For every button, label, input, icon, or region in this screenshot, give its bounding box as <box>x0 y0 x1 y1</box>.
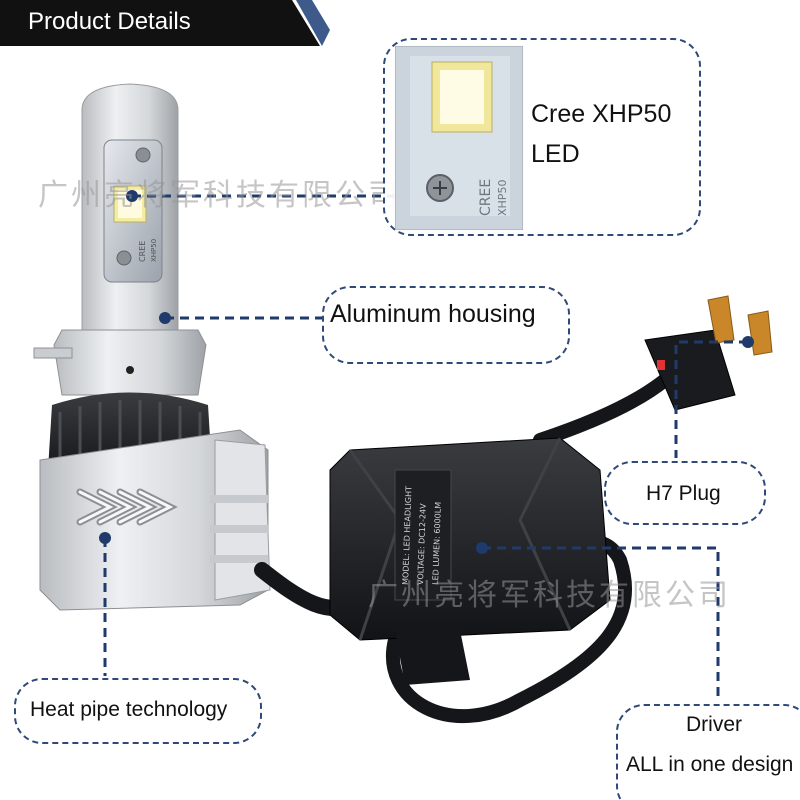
zoom-model-print: XHP50 <box>496 180 509 216</box>
led-label-line1: Cree XHP50 <box>531 100 672 128</box>
watermark-top: 广州亮将军科技有限公司 <box>38 178 401 213</box>
product-details-banner <box>0 0 330 46</box>
bulb-brand-print: CREE <box>138 241 147 262</box>
callout-aluminum-housing <box>322 286 570 364</box>
driver-print-line3: LED LUMEN: 6000LM <box>431 502 443 585</box>
bulb-model-print: XHP50 <box>150 239 158 262</box>
driver-label-line1: Driver <box>686 713 742 736</box>
driver-print-line2: VOLTAGE: DC12-24V <box>416 503 428 585</box>
aluminum-housing-label: Aluminum housing <box>330 300 536 328</box>
led-label-line2: LED <box>531 140 580 168</box>
led-zoom-photo: CREE XHP50 <box>395 46 523 230</box>
callout-h7-plug <box>604 461 766 525</box>
callout-heat-pipe <box>14 678 262 744</box>
led-bulb: CREE XHP50 <box>33 83 271 611</box>
leader-lines <box>103 194 748 702</box>
driver-print-line1: MODEL: LED HEADLIGHT <box>401 486 413 585</box>
zoom-brand-print: CREE <box>478 179 494 216</box>
watermark-bottom: 广州亮将军科技有限公司 <box>368 578 731 613</box>
h7-plug-label: H7 Plug <box>646 482 721 505</box>
heat-pipe-label: Heat pipe technology <box>30 698 228 721</box>
driver-label-line2: ALL in one design <box>626 753 794 776</box>
callout-driver <box>616 704 800 800</box>
h7-plug <box>644 295 773 411</box>
driver-box: MODEL: LED HEADLIGHT VOLTAGE: DC12-24V L… <box>329 437 611 685</box>
banner-title: Product Details <box>28 8 191 35</box>
leader-dots <box>99 190 754 554</box>
